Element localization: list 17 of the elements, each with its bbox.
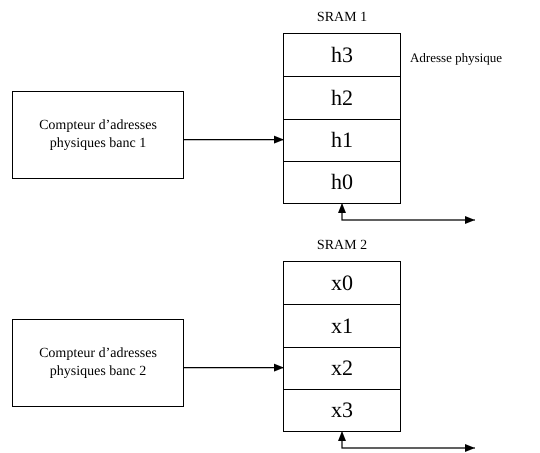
memory-cell: h3 — [284, 34, 400, 76]
arrow — [184, 136, 284, 144]
memory-title: SRAM 2 — [316, 238, 368, 254]
memory-cell: x1 — [284, 304, 400, 346]
arrow — [338, 431, 475, 452]
memory-cell: x2 — [284, 346, 400, 389]
memory-cell: x3 — [284, 388, 400, 431]
memory-cell: h2 — [284, 76, 400, 118]
memory-cell: h0 — [284, 160, 400, 203]
arrow — [184, 364, 284, 372]
memory-cell: h1 — [284, 118, 400, 161]
memory-title: SRAM 1 — [316, 10, 368, 26]
arrow — [338, 203, 475, 224]
counter-box: Compteur d’adresses physiques banc 2 — [12, 319, 184, 407]
counter-box: Compteur d’adresses physiques banc 1 — [12, 91, 184, 179]
address-label: Adresse physique — [410, 50, 502, 66]
memory-cell: x0 — [284, 262, 400, 304]
